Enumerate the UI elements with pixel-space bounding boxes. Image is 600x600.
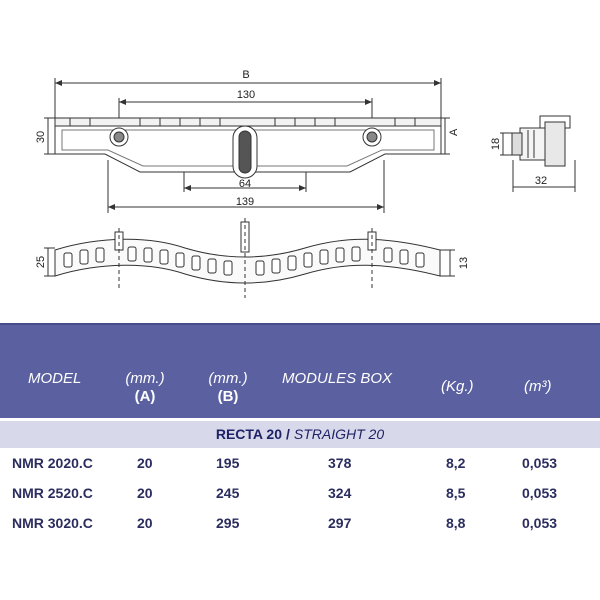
- dim-130-label: 130: [237, 89, 255, 101]
- header-b-label: (B): [217, 388, 239, 405]
- header-m3: (m³): [524, 378, 551, 396]
- cell-a: 20: [137, 455, 153, 471]
- cell-a: 20: [137, 515, 153, 531]
- spec-table: MODEL (mm.) (A) (mm.) (B) MODULES BOX (K…: [0, 323, 600, 600]
- header-b-unit: (mm.): [208, 370, 248, 387]
- cell-kg: 8,8: [446, 515, 466, 531]
- cell-m3: 0,053: [522, 455, 558, 471]
- section-title-separator: /: [285, 426, 290, 442]
- section-title-bold: RECTA 20: [215, 426, 282, 442]
- cell-modules-box: 378: [328, 455, 352, 471]
- cell-a: 20: [137, 485, 153, 501]
- table-row: NMR 2520.C 20 245 324 8,5 0,053: [0, 479, 600, 509]
- table-row: NMR 2020.C 20 195 378 8,2 0,053: [0, 449, 600, 479]
- section-title-italic: STRAIGHT 20: [293, 426, 385, 442]
- cell-m3: 0,053: [522, 515, 558, 531]
- technical-drawing: B 130 A 30: [35, 69, 576, 298]
- header-a-unit: (mm.): [125, 370, 165, 387]
- header-model: MODEL: [28, 370, 81, 388]
- cell-b: 245: [216, 485, 240, 501]
- part-front-view: [54, 218, 441, 298]
- cell-modules-box: 297: [328, 515, 352, 531]
- header-kg-label: (Kg.): [441, 378, 474, 395]
- header-b: (mm.) (B): [203, 370, 253, 406]
- header-model-label: MODEL: [28, 370, 82, 387]
- header-kg: (Kg.): [441, 378, 474, 396]
- dim-b-label: B: [242, 69, 249, 81]
- dim-13-label: 13: [458, 257, 470, 269]
- table-header: MODEL (mm.) (A) (mm.) (B) MODULES BOX (K…: [0, 323, 600, 420]
- dim-64-label: 64: [239, 178, 251, 190]
- header-m3-label: (m³): [524, 378, 552, 395]
- part-side-view: [511, 115, 571, 167]
- cell-kg: 8,5: [446, 485, 466, 501]
- cell-b: 195: [216, 455, 240, 471]
- dim-139-label: 139: [236, 196, 254, 208]
- dim-18-label: 18: [490, 138, 502, 150]
- dim-a-label: A: [448, 128, 460, 136]
- header-a-label: (A): [134, 388, 156, 405]
- header-a: (mm.) (A): [120, 370, 170, 406]
- dim-25-label: 25: [35, 256, 47, 268]
- cell-b: 295: [216, 515, 240, 531]
- cell-modules-box: 324: [328, 485, 352, 501]
- header-modules-box: MODULES BOX: [282, 370, 392, 388]
- dim-30-label: 30: [35, 131, 47, 143]
- part-top-view: [54, 117, 442, 179]
- cell-model: NMR 2020.C: [12, 455, 93, 471]
- cell-model: NMR 2520.C: [12, 485, 93, 501]
- header-modules-box-label: MODULES BOX: [282, 370, 393, 387]
- cell-kg: 8,2: [446, 455, 466, 471]
- cell-m3: 0,053: [522, 485, 558, 501]
- section-title: RECTA 20/STRAIGHT 20: [0, 418, 600, 448]
- table-row: NMR 3020.C 20 295 297 8,8 0,053: [0, 509, 600, 539]
- cell-model: NMR 3020.C: [12, 515, 93, 531]
- dim-32-label: 32: [535, 175, 547, 187]
